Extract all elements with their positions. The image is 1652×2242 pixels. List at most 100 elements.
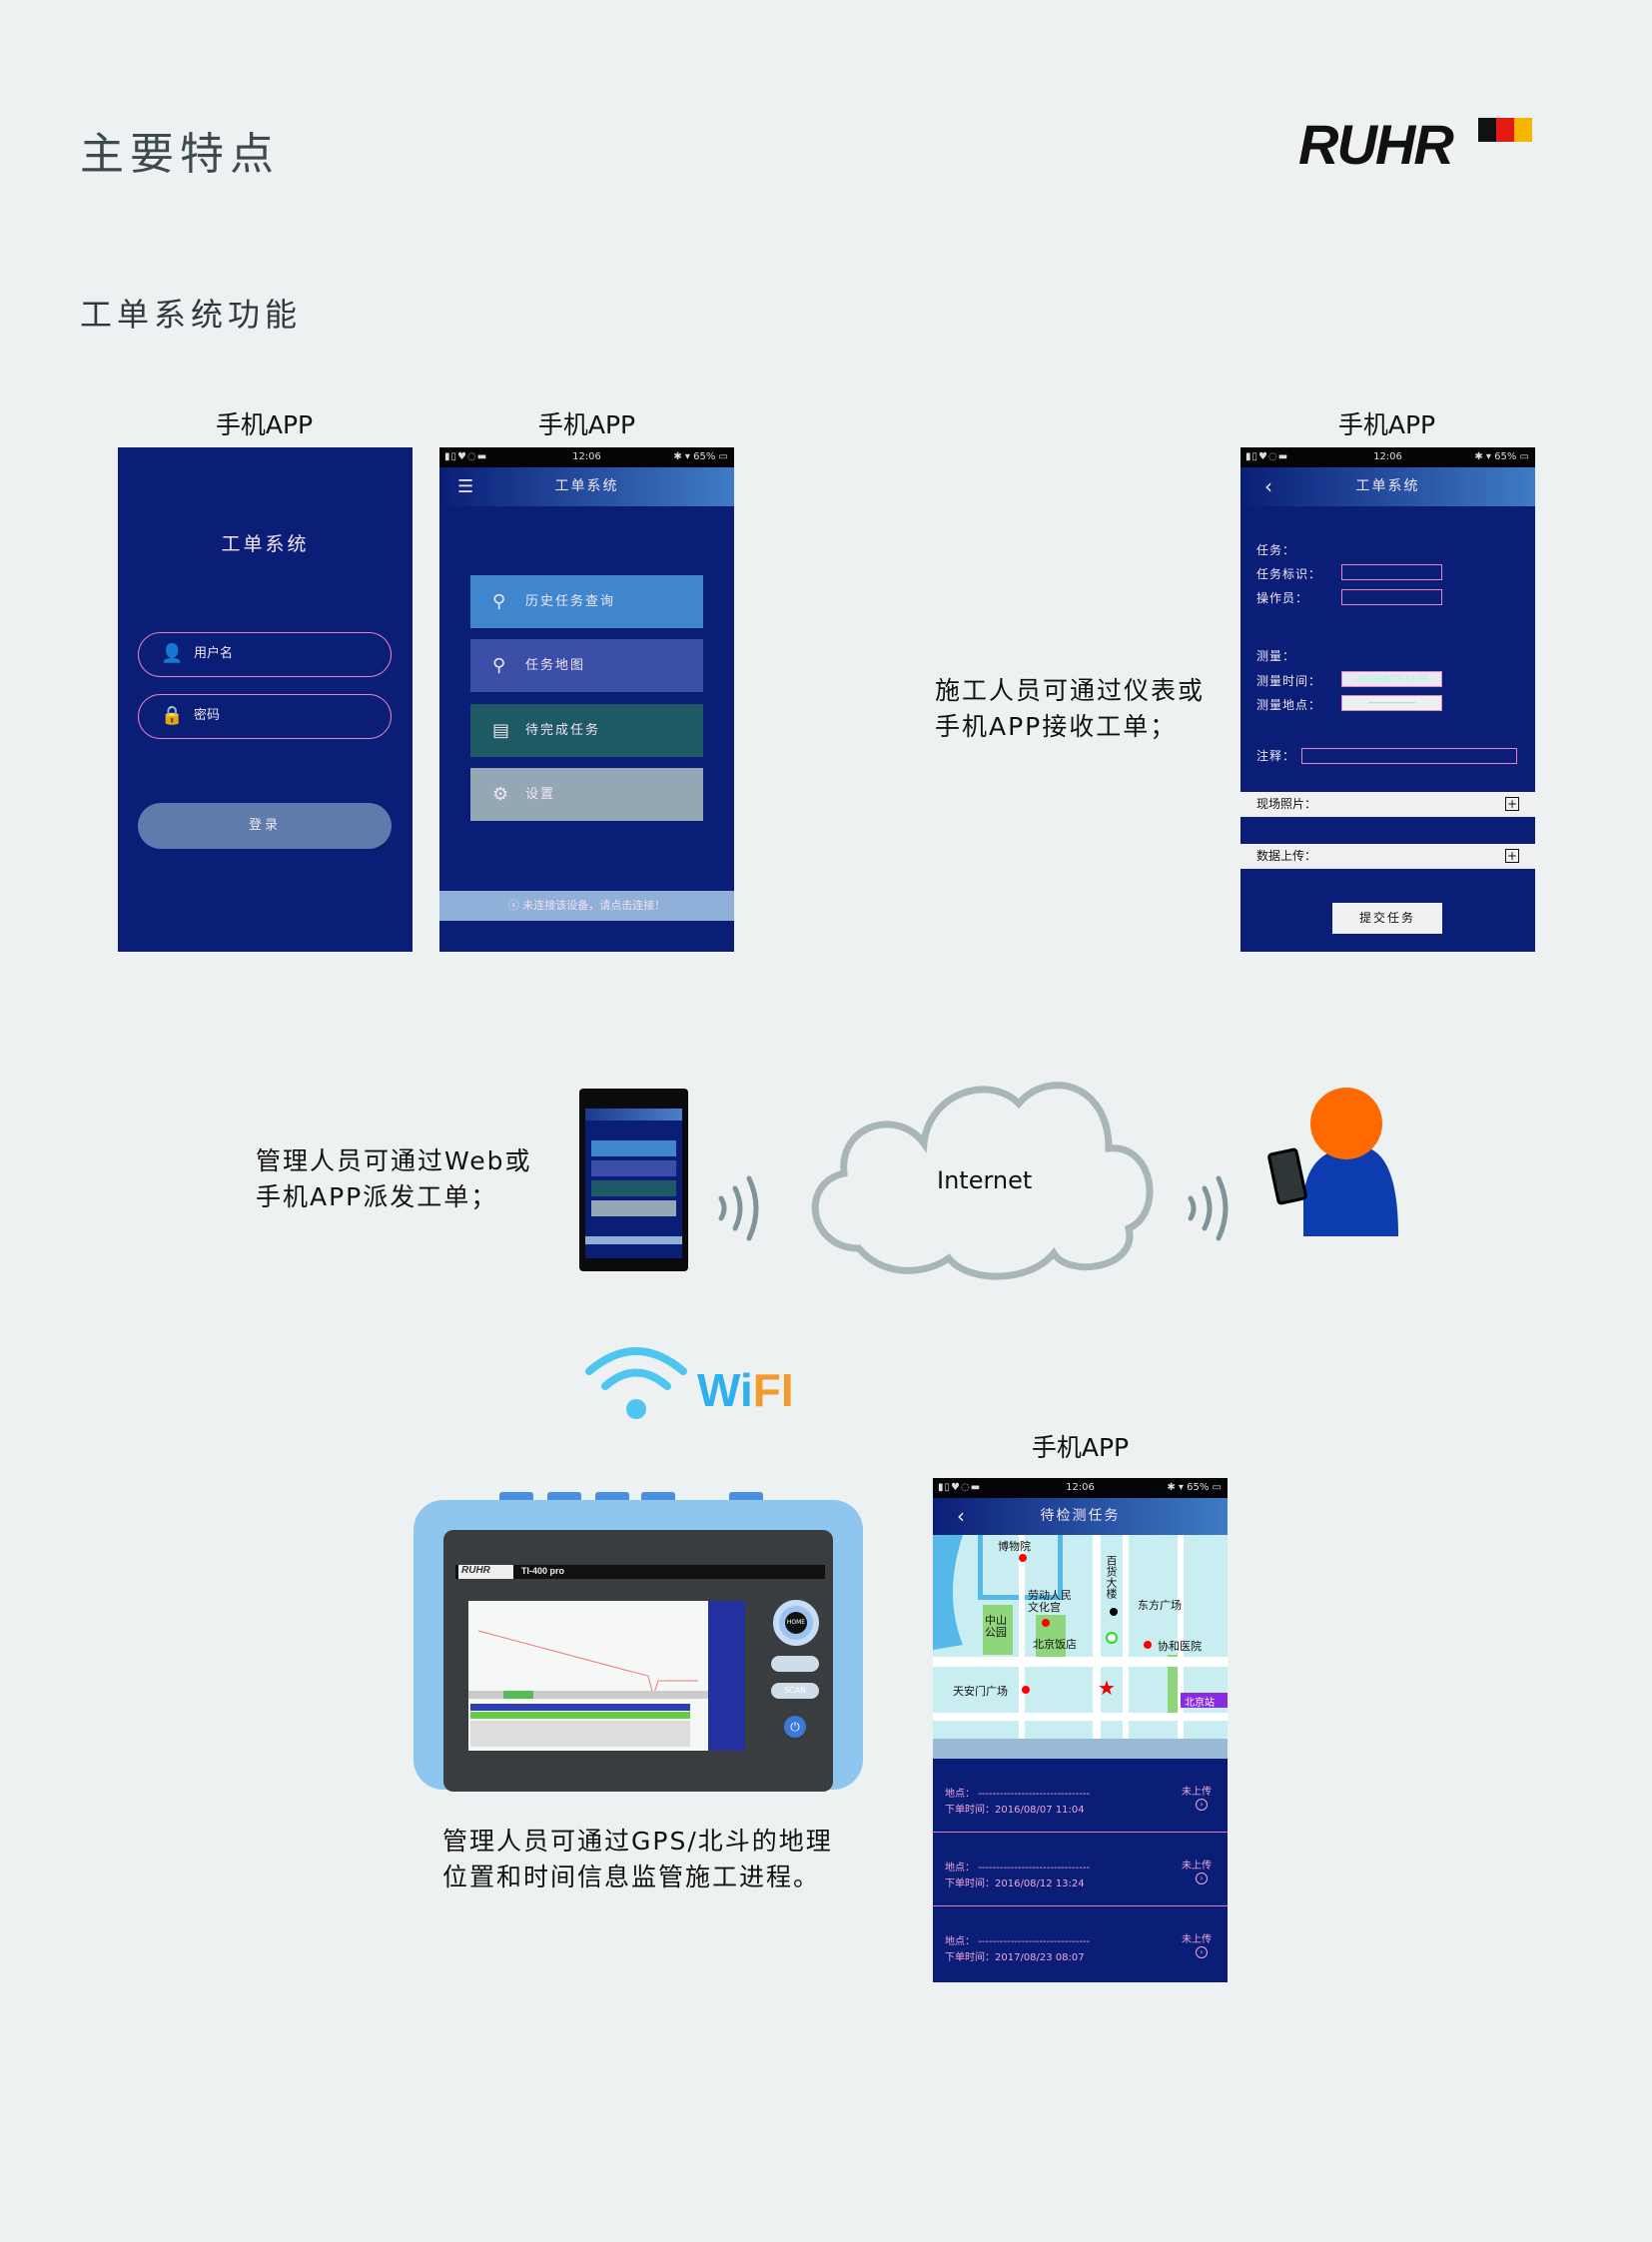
map-label: 东方广场	[1138, 1599, 1182, 1612]
username-input[interactable]: 👤用户名	[138, 632, 392, 677]
task-label: 任务：	[1256, 543, 1296, 557]
map-pin-icon: ⚲	[492, 655, 508, 676]
menu-label: 设置	[525, 787, 556, 802]
battery-level: 65%	[693, 451, 716, 462]
wifi-label-wi: Wi	[697, 1364, 753, 1416]
login-button[interactable]: 登录	[138, 803, 392, 849]
caption-line: 管理人员可通过GPS/北斗的地理	[442, 1827, 833, 1856]
chevron-right-icon[interactable]: ›	[1196, 1872, 1208, 1884]
caption-line: 手机APP接收工单；	[935, 712, 1178, 741]
wifi-icon	[585, 1347, 687, 1419]
map-label: 中山公园	[985, 1614, 1007, 1639]
place-label: 地点：	[945, 1863, 975, 1873]
photos-label: 现场照片：	[1256, 797, 1317, 811]
time-label: 下单时间：	[945, 1805, 995, 1816]
task-list-item[interactable]: 地点： -------------------------------下单时间：…	[933, 1759, 1228, 1833]
map-label: 劳动人民文化宫	[1028, 1589, 1072, 1614]
phone-label: 手机APP	[1031, 1433, 1130, 1462]
map-label: 天安门广场	[953, 1685, 1008, 1698]
task-map[interactable]: ★ 博物院 百货大楼 劳动人民文化宫 东方广场 中山公园 北京饭店 协和医院 天…	[933, 1535, 1228, 1739]
menu-item-pending[interactable]: ▤待完成任务	[470, 704, 703, 757]
back-icon[interactable]: ‹	[957, 1504, 967, 1528]
place-label: 地点：	[945, 1936, 975, 1947]
place-label: 地点：	[945, 1789, 975, 1800]
caption-line: 位置和时间信息监管施工进程。	[442, 1863, 821, 1891]
caption-gps: 管理人员可通过GPS/北斗的地理位置和时间信息监管施工进程。	[442, 1824, 833, 1895]
operator-input[interactable]	[1341, 589, 1442, 605]
upload-label: 数据上传：	[1256, 849, 1317, 863]
wifi-label: WiFI	[697, 1363, 794, 1417]
measure-time-label: 测量时间：	[1256, 674, 1322, 688]
signal-waves-icon	[718, 1175, 759, 1241]
menu-item-history[interactable]: ⚲ 历史任务查询	[470, 575, 703, 628]
time-value: 2016/08/12 13:24	[995, 1878, 1085, 1889]
operator-label: 操作员：	[1256, 591, 1309, 605]
map-label: 北京站	[1185, 1698, 1215, 1709]
note-input[interactable]	[1301, 748, 1517, 764]
lock-icon: 🔒	[161, 705, 184, 726]
map-label: 博物院	[998, 1540, 1031, 1553]
search-icon: ⚲	[492, 591, 508, 612]
task-list-item[interactable]: 地点： ------------------------------- 下单时间：…	[933, 1906, 1228, 1980]
phone-label: 手机APP	[537, 410, 636, 439]
task-id-input[interactable]	[1341, 564, 1442, 580]
screen-title: 待检测任务	[1040, 1508, 1121, 1524]
measure-place-label: 测量地点：	[1256, 698, 1322, 712]
place-value: -------------------------------	[978, 1863, 1091, 1873]
submit-task-button[interactable]: 提交任务	[1332, 903, 1442, 934]
user-with-tablet-icon	[1267, 1088, 1398, 1236]
screen-title: 工单系统	[1355, 478, 1420, 494]
signal-waves-icon	[1188, 1175, 1229, 1241]
add-photo-button[interactable]: +	[1505, 797, 1519, 811]
back-icon[interactable]: ‹	[1264, 474, 1274, 498]
login-screen: 工单系统 👤用户名 🔒 密码 登录	[118, 447, 413, 952]
otdr-device: RUHR TI-400 pro HOME SCAN ⏻	[404, 1480, 873, 1800]
menu-label: 历史任务查询	[525, 594, 616, 609]
upload-status: 未上传	[1182, 1861, 1212, 1871]
tablet-device-icon	[579, 1089, 688, 1271]
status-time: 12:06	[1373, 451, 1402, 462]
password-input[interactable]: 🔒 密码	[138, 694, 392, 739]
measure-time-input[interactable]: 2016/08/13 13:29	[1341, 671, 1442, 687]
photos-row: 现场照片： +	[1240, 792, 1535, 817]
menu-label: 待完成任务	[525, 723, 601, 738]
section-title: 工单系统功能	[80, 296, 303, 334]
pending-tasks-screen: ▮▯♥◌▬12:06✱ ▾ 65% ▭ ‹待检测任务 ★ 博物院 百货大楼 劳动…	[933, 1478, 1228, 1982]
device-brand: RUHR	[458, 1565, 513, 1579]
phone-label: 手机APP	[215, 410, 314, 439]
note-label: 注释：	[1256, 749, 1296, 763]
home-button[interactable]: HOME	[785, 1612, 807, 1634]
time-value: 2017/08/23 08:07	[995, 1952, 1085, 1963]
phone-label: 手机APP	[1337, 410, 1436, 439]
device-model: TI-400 pro	[521, 1566, 565, 1576]
password-placeholder: 密码	[194, 708, 221, 723]
username-placeholder: 用户名	[194, 646, 234, 661]
map-label: 北京饭店	[1033, 1638, 1077, 1651]
place-value: -------------------------------	[978, 1936, 1091, 1947]
login-title: 工单系统	[221, 533, 310, 555]
status-time: 12:06	[572, 451, 601, 462]
task-list-item[interactable]: 地点： -------------------------------下单时间：…	[933, 1833, 1228, 1906]
connect-device-banner[interactable]: ⓧ 未连接该设备，请点击连接！	[439, 891, 734, 921]
wifi-label-fi: FI	[752, 1364, 794, 1416]
chevron-right-icon[interactable]: ›	[1196, 1799, 1208, 1811]
add-upload-button[interactable]: +	[1505, 849, 1519, 863]
cloud-icon	[811, 1082, 1154, 1280]
chevron-right-icon[interactable]: ›	[1196, 1946, 1208, 1958]
menu-item-settings[interactable]: ⚙ 设置	[470, 768, 703, 821]
gear-icon: ⚙	[492, 784, 511, 805]
upload-status: 未上传	[1182, 1787, 1212, 1798]
power-icon[interactable]: ⏻	[784, 1716, 806, 1738]
menu-item-map[interactable]: ⚲任务地图	[470, 639, 703, 692]
caption-line: 手机APP派发工单；	[256, 1182, 498, 1211]
scan-button[interactable]: SCAN	[771, 1683, 819, 1699]
measure-place-input[interactable]: ——————	[1341, 695, 1442, 711]
banner-text: 未连接该设备，请点击连接！	[522, 899, 666, 912]
hamburger-icon[interactable]: ☰	[457, 476, 476, 497]
device-screen	[468, 1601, 708, 1751]
menu-screen: ▮▯♥◌▬12:06✱ ▾ 65% ▭ ☰工单系统 ⚲历史任务查询 ⚲任务地图 …	[439, 447, 734, 952]
page-title: 主要特点	[80, 129, 280, 180]
caption-line: 管理人员可通过Web或	[256, 1146, 532, 1175]
time-label: 下单时间：	[945, 1952, 995, 1963]
measure-label: 测量：	[1256, 649, 1296, 663]
